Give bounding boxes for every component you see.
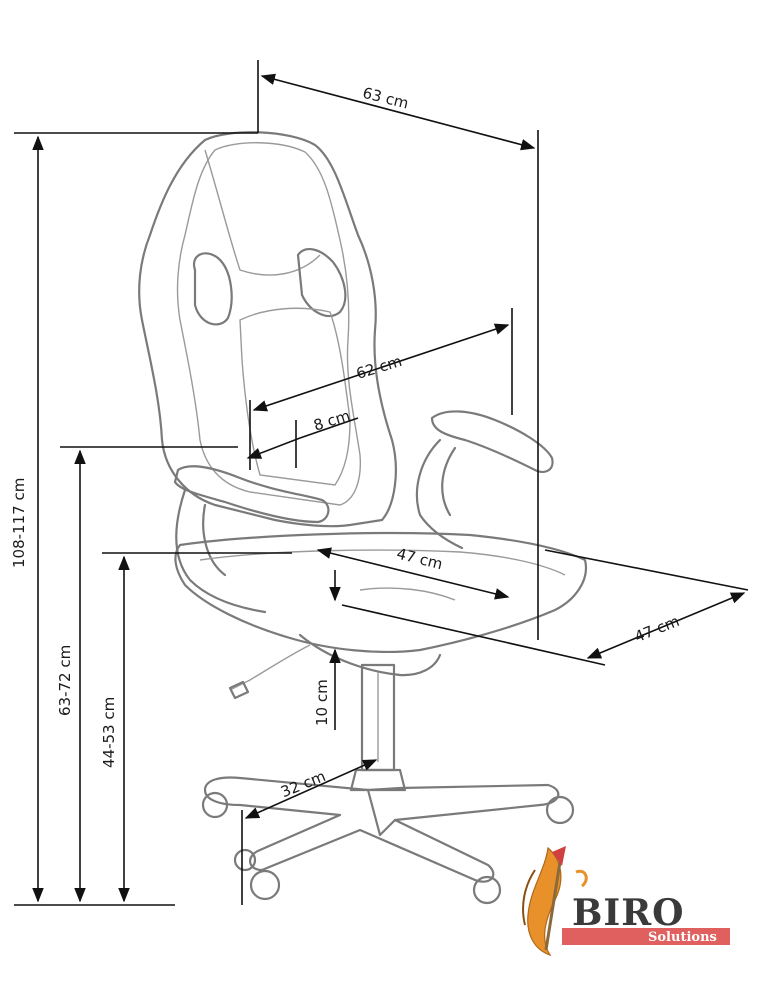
- paintbrush-icon: [522, 846, 588, 957]
- logo-tagline-bar: [562, 928, 730, 945]
- logo-tagline: Solutions: [648, 930, 717, 945]
- logo-name: BIRO: [572, 892, 685, 934]
- label-base-radius: 32 cm: [278, 767, 328, 801]
- label-armrest-height: 63-72 cm: [56, 645, 74, 716]
- label-total-height: 108-117 cm: [10, 478, 28, 568]
- label-lumbar: 8 cm: [311, 406, 352, 434]
- label-gas-lift: 10 cm: [313, 679, 331, 726]
- label-back-width: 62 cm: [354, 352, 404, 383]
- label-seat-height: 44-53 cm: [100, 697, 118, 768]
- chair-drawing: [138, 131, 588, 905]
- biro-logo: BIRO Solutions: [522, 846, 730, 957]
- label-seat-depth: 47 cm: [395, 544, 445, 573]
- label-seat-width: 47 cm: [632, 612, 682, 646]
- dimension-lines: [14, 60, 749, 906]
